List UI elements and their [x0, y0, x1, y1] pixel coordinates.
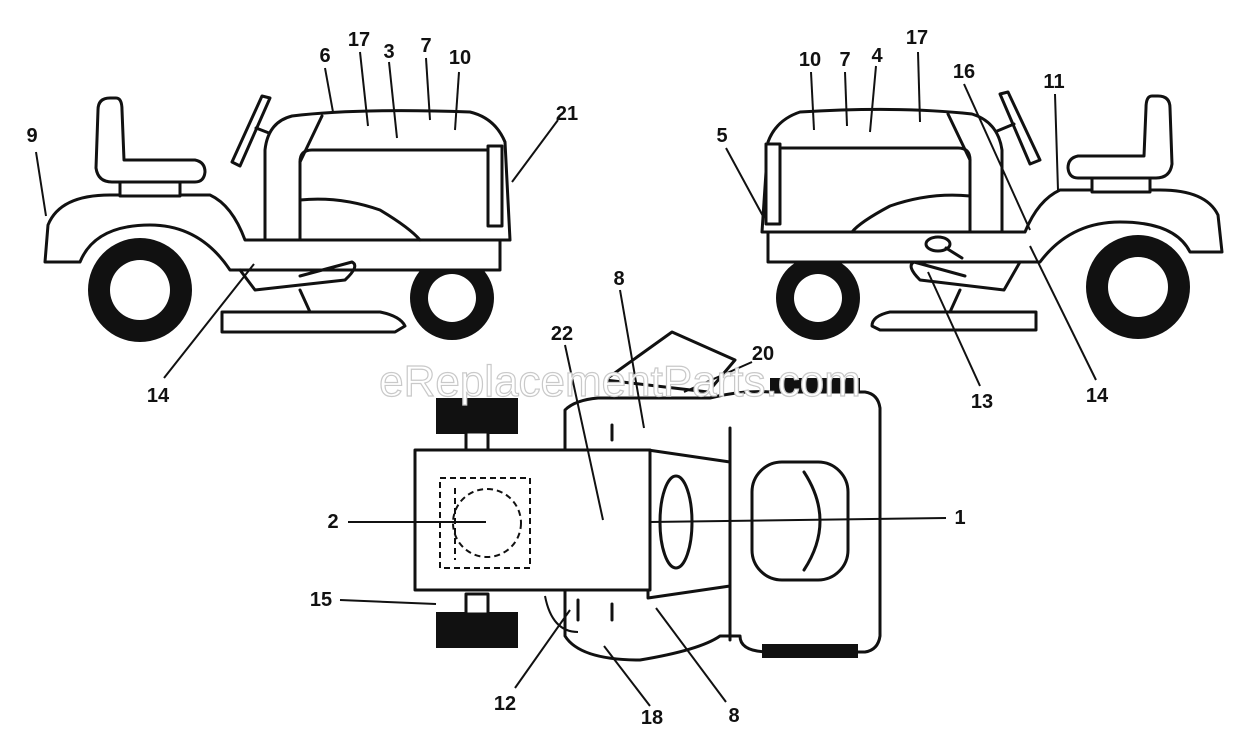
callout-18-top: 18: [641, 707, 663, 729]
callout-labels: 9 6 17 3 7 10 21 14 5 10 7 4 17 16 11 13…: [26, 27, 1109, 729]
right-seat: [1066, 94, 1174, 180]
callout-14-left: 14: [147, 385, 170, 407]
callout-7-right: 7: [839, 49, 850, 71]
right-mower-deck: [870, 310, 1038, 332]
callout-17-right: 17: [906, 27, 928, 49]
callout-11-right: 11: [1043, 71, 1064, 93]
right-hood: [760, 107, 1004, 234]
watermark-text: eReplacementParts.com: [379, 357, 861, 406]
callout-6-left: 6: [319, 45, 330, 67]
left-side-tractor: [43, 94, 512, 342]
callout-4-right: 4: [871, 45, 883, 67]
callout-8-bottom: 8: [728, 705, 739, 727]
callout-21-left: 21: [556, 103, 578, 125]
top-rear-wheel-upper: [436, 398, 518, 434]
right-rear-fender: [766, 188, 1224, 264]
callout-2-top: 2: [327, 511, 338, 533]
left-rear-fender: [43, 193, 502, 272]
callout-5-right: 5: [716, 125, 727, 147]
right-side-tractor: [760, 90, 1224, 340]
callout-12-top: 12: [494, 693, 516, 715]
callout-14-right: 14: [1086, 385, 1109, 407]
top-body: [413, 448, 652, 592]
callout-8-top: 8: [613, 268, 624, 290]
callout-10-right: 10: [799, 49, 821, 71]
leader-lines: [35, 51, 1097, 707]
callout-10-left: 10: [449, 47, 471, 69]
top-rear-wheel-lower: [436, 612, 518, 648]
callout-1-top: 1: [954, 507, 965, 529]
callout-3-left: 3: [383, 41, 394, 63]
callout-13-right: 13: [971, 391, 993, 413]
callout-20-top: 20: [752, 343, 774, 365]
left-hood: [263, 109, 512, 242]
callout-7-left: 7: [420, 35, 431, 57]
callout-15-top: 15: [310, 589, 332, 611]
callout-9-left: 9: [26, 125, 37, 147]
discharge-chute: [603, 330, 737, 394]
callout-16-right: 16: [953, 61, 975, 83]
left-mower-deck: [220, 310, 407, 334]
callout-22-top: 22: [551, 323, 573, 345]
callout-17-left: 17: [348, 29, 370, 51]
left-seat: [94, 96, 207, 184]
